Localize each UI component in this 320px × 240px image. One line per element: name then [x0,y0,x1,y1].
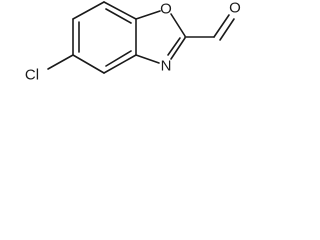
bond-c2-n3 [170,37,186,60]
aldehyde-group [184,14,235,41]
bond-c3a-c4 [103,54,137,74]
ring-nitrogen-atom-label: N [161,58,172,75]
double-bond-c7-c7a [105,8,132,24]
bond-c7a-o1 [135,10,161,20]
bond-n3-c3a [135,54,160,64]
bond-c6-c7 [72,1,105,20]
chlorine-atom-label: Cl [25,67,39,84]
bond-c7-c7a [103,1,137,20]
ring-oxygen-atom-label: O [160,1,172,18]
double-bond-cho-o [219,18,235,41]
bond-cho-o [213,14,230,38]
benzene-ring [72,1,137,74]
bond-c5-cl [47,54,74,70]
bond-o1-c2 [170,13,186,37]
benzoxazole-structure: Cl O N O [25,0,241,84]
double-bond-c2-n3 [167,37,181,56]
double-bond-c3a-c4 [105,50,132,67]
aldehyde-oxygen-atom-label: O [229,0,241,17]
oxazole-ring [135,10,186,64]
bond-c4-c5 [72,54,105,74]
